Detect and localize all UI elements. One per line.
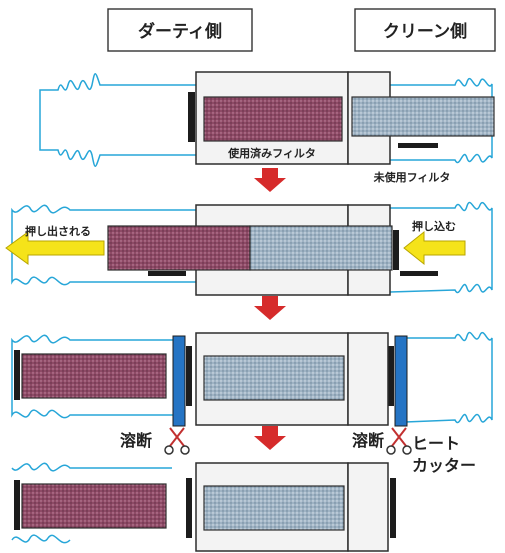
end-cap-right-2 [393,230,399,270]
dirty-side-label-box: ダーティ側 [107,8,253,52]
melt-label-left: 溶断 [120,431,152,450]
end-cap-left-3 [14,350,20,400]
used-filter-label: 使用済みフィルタ [227,146,316,160]
stage-3: 溶断 溶断 ヒート カッター [11,331,493,475]
end-cap-3b [388,346,394,406]
down-arrow-icon [254,426,286,450]
melt-label-right: 溶断 [352,431,384,450]
stage-4 [11,462,396,552]
bellows-left-1 [39,73,196,167]
stage-1: 使用済みフィルタ 未使用フィルタ [39,71,495,184]
stage-2: 押し出される 押し込む [5,201,493,296]
bellows-right-2 [389,201,493,294]
seal-bar-2a [148,271,186,276]
down-arrow-icon [254,168,286,192]
used-filter-3 [21,353,167,399]
unused-filter-1 [351,96,495,137]
left-arrow-icon [5,231,105,265]
port-4 [347,462,389,552]
end-cap-left-1 [188,92,195,142]
port-3 [347,332,389,426]
scissors-icon [164,427,190,455]
heat-cutter-label-line2: カッター [412,456,476,475]
end-cap-4a [186,478,192,538]
scissors-icon [386,427,412,455]
unused-filter-label: 未使用フィルタ [373,170,451,184]
dirty-side-label: ダーティ側 [138,21,222,42]
push-in-label: 押し込む [412,219,456,233]
clean-side-label-box: クリーン側 [354,8,496,52]
pushed-out-label: 押し出される [25,224,91,238]
left-arrow-icon [403,230,466,266]
bellows-left-4b [11,534,71,544]
bellows-left-4 [11,462,172,472]
cutter-band-right [394,335,408,427]
heat-cutter-label-line1: ヒート [412,434,460,453]
unused-filter-2 [249,225,393,271]
unused-filter-3 [203,355,345,401]
end-cap-3a [186,346,192,406]
unused-filter-4 [203,485,345,531]
seal-bar-2b [400,271,438,276]
cutter-band-left [172,335,186,427]
bellows-left-3 [11,334,185,419]
used-filter-4 [21,483,167,529]
bellows-right-3 [404,331,493,424]
end-cap-left-4 [14,480,20,530]
used-filter-2 [107,225,251,271]
clean-side-label: クリーン側 [383,21,467,42]
used-filter-1 [203,96,343,142]
end-cap-4b [390,478,396,538]
down-arrow-icon [254,296,286,320]
seal-bar-1 [398,143,438,148]
